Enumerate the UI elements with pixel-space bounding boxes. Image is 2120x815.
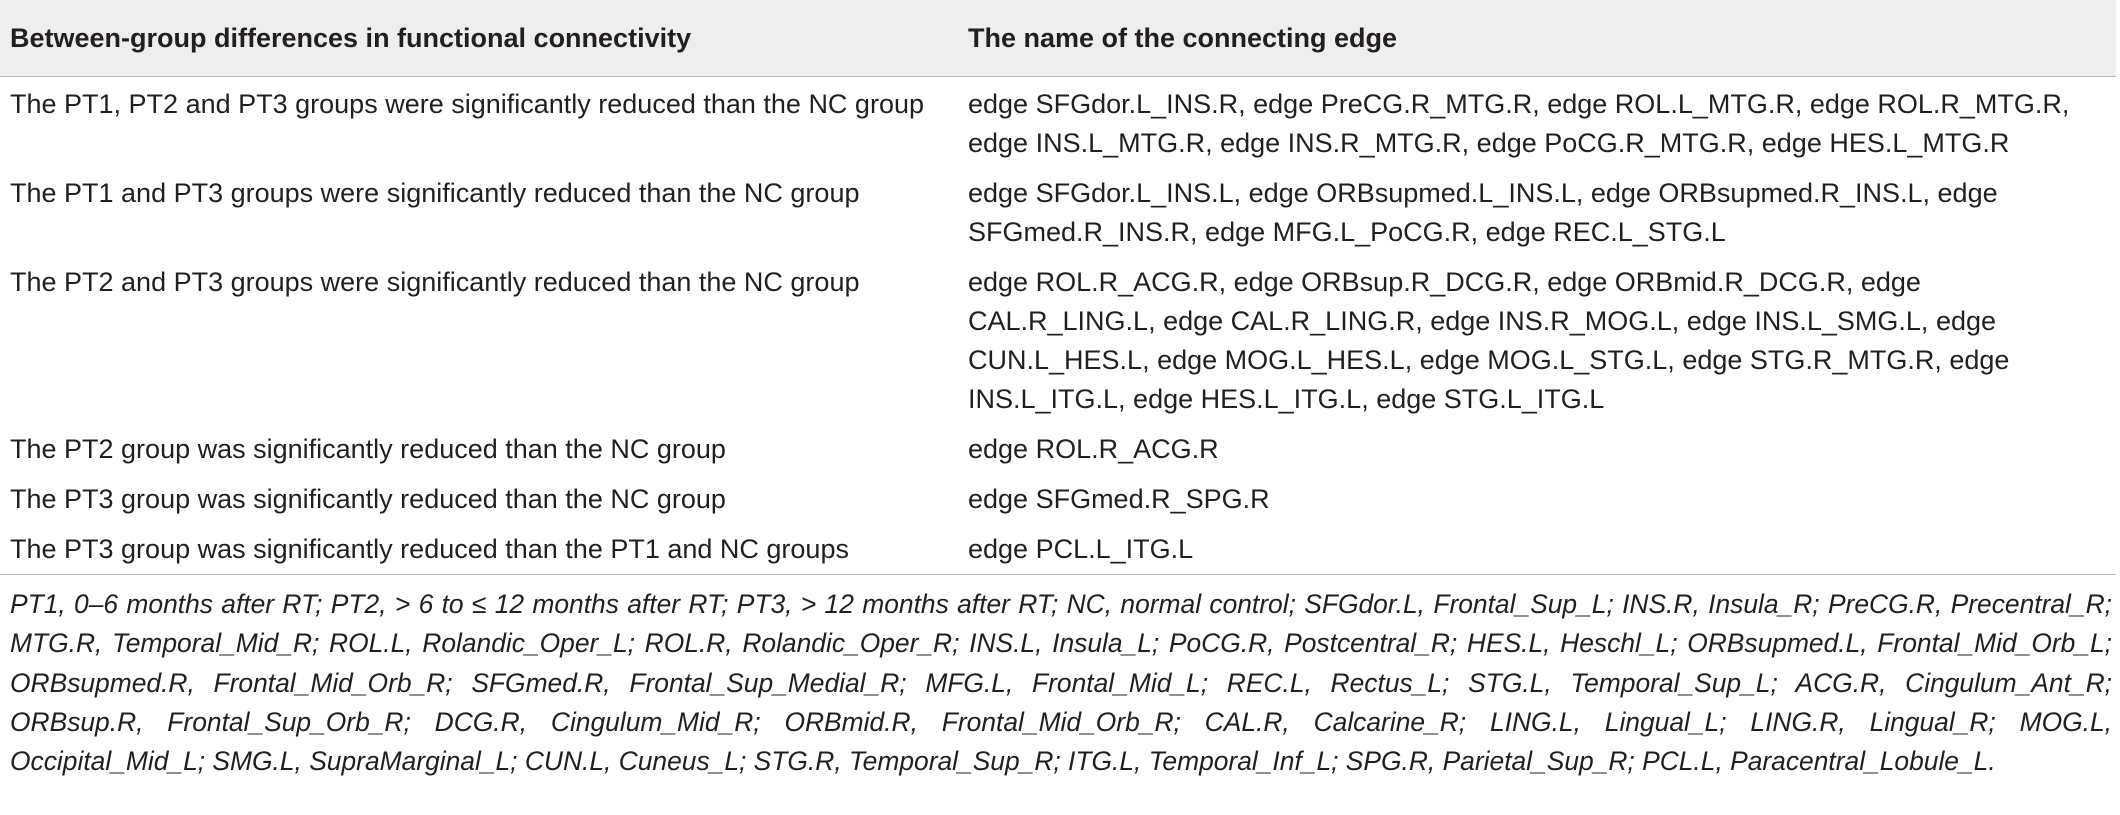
edges-cell: edge ROL.R_ACG.R, edge ORBsup.R_DCG.R, e… [968,267,2010,414]
difference-cell: The PT1, PT2 and PT3 groups were signifi… [10,89,924,119]
difference-cell: The PT1 and PT3 groups were significantl… [10,178,860,208]
table-row: The PT1, PT2 and PT3 groups were signifi… [0,77,2116,167]
connectivity-table: Between-group differences in functional … [0,0,2116,575]
table-footnote: PT1, 0–6 months after RT; PT2, > 6 to ≤ … [10,589,2112,777]
difference-cell: The PT3 group was significantly reduced … [10,534,849,564]
header-edge-name: The name of the connecting edge [968,22,1398,53]
edges-cell: edge PCL.L_ITG.L [968,534,1194,564]
edges-cell: edge SFGdor.L_INS.R, edge PreCG.R_MTG.R,… [968,89,2070,158]
header-row: Between-group differences in functional … [0,0,2116,77]
edges-cell: edge SFGmed.R_SPG.R [968,484,1270,514]
table-row: The PT3 group was significantly reduced … [0,472,2116,522]
table-row: The PT3 group was significantly reduced … [0,522,2116,575]
difference-cell: The PT2 and PT3 groups were significantl… [10,267,860,297]
table-row: The PT2 group was significantly reduced … [0,422,2116,472]
table-row: The PT2 and PT3 groups were significantl… [0,255,2116,422]
edges-cell: edge SFGdor.L_INS.L, edge ORBsupmed.L_IN… [968,178,1998,247]
edges-cell: edge ROL.R_ACG.R [968,434,1219,464]
table-body: The PT1, PT2 and PT3 groups were signifi… [0,77,2116,575]
difference-cell: The PT2 group was significantly reduced … [10,434,726,464]
table-header: Between-group differences in functional … [0,0,2116,77]
difference-cell: The PT3 group was significantly reduced … [10,484,726,514]
table-row: The PT1 and PT3 groups were significantl… [0,166,2116,255]
header-differences: Between-group differences in functional … [10,22,692,53]
